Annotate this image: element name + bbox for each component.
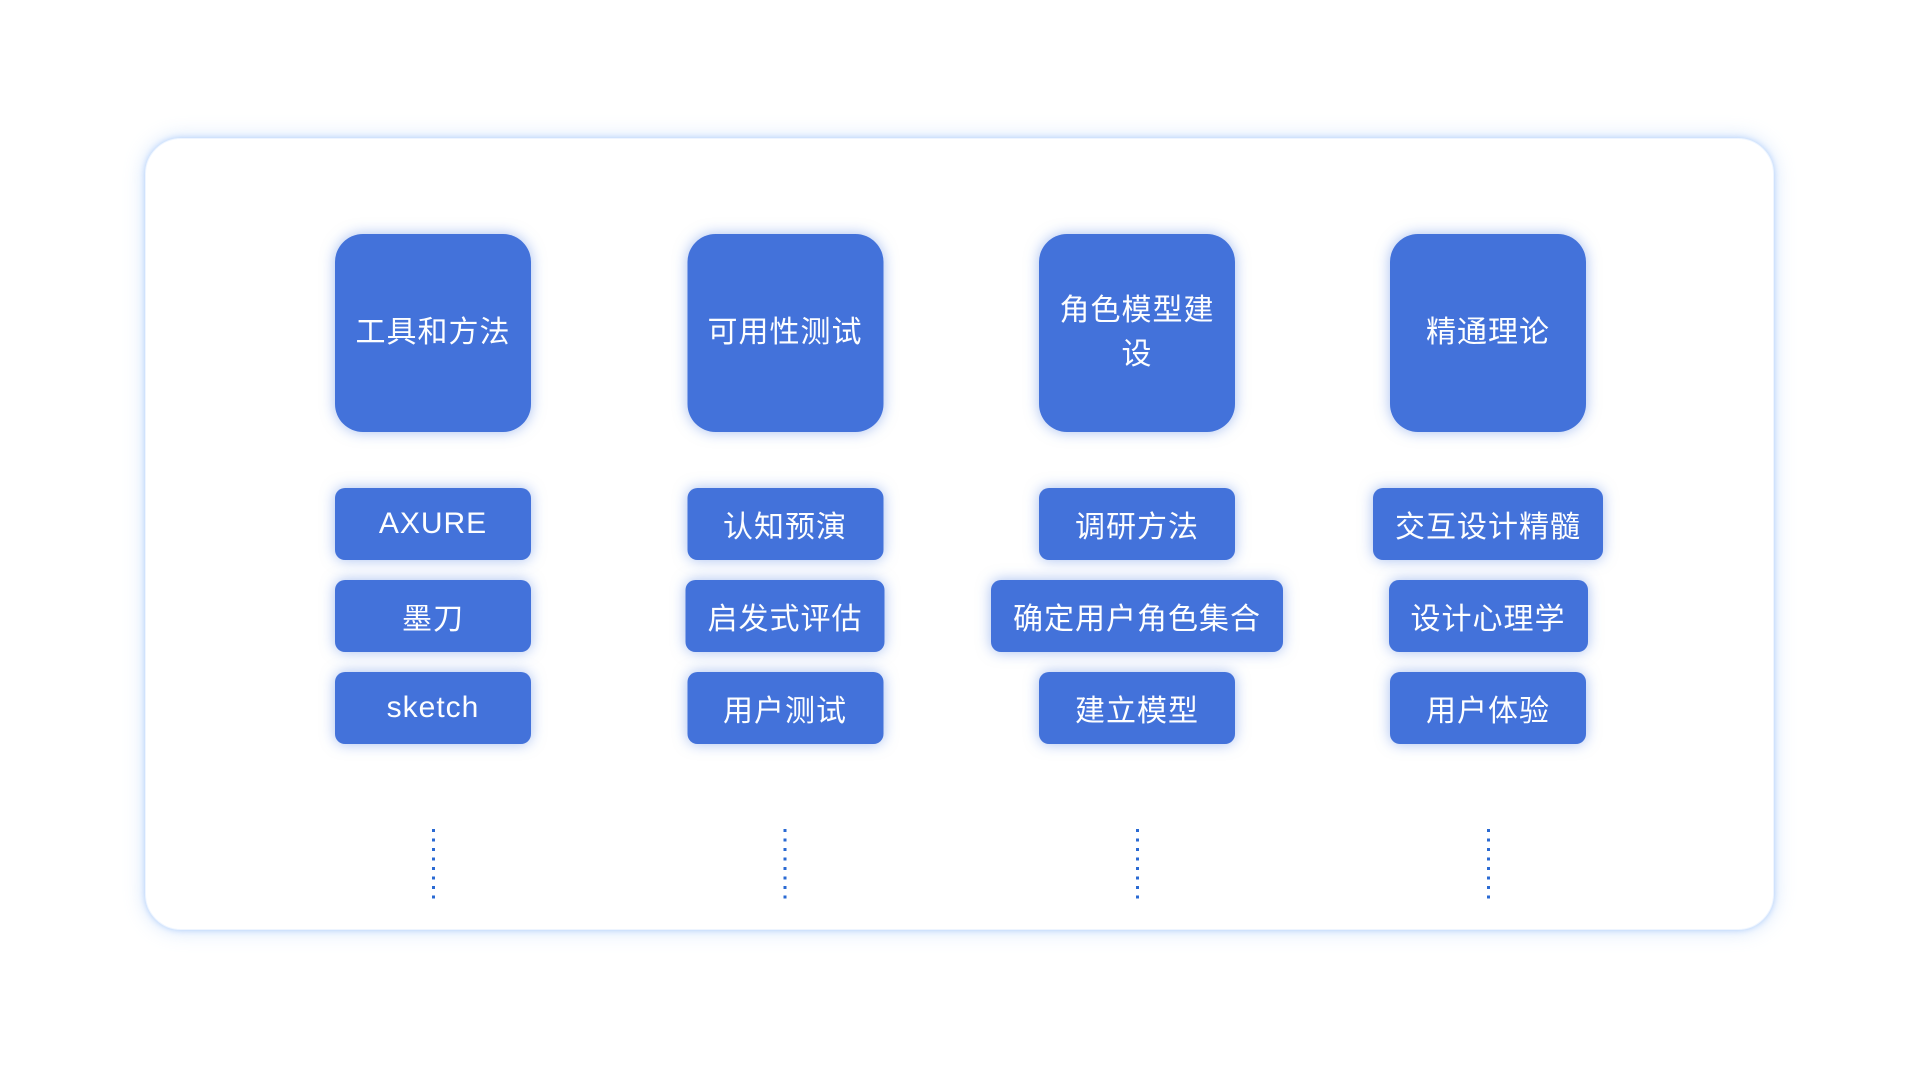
topic-label: 工具和方法 [355,316,511,349]
branch-column-4: 精通理论 交互设计精髓 设计心理学 用户体验 [1373,234,1603,903]
subtopic-node-build-model[interactable]: 建立模型 [1039,672,1235,744]
topic-label: 可用性测试 [707,316,863,349]
subtopic-label: 用户测试 [723,695,847,728]
subtopic-node-heuristic-evaluation[interactable]: 启发式评估 [685,580,885,652]
subtopic-label: 启发式评估 [707,603,863,636]
subtopic-node-user-experience[interactable]: 用户体验 [1390,672,1586,744]
subtopic-label: 用户体验 [1426,695,1550,728]
branch-column-2: 可用性测试 认知预演 启发式评估 用户测试 [685,234,885,903]
subtopic-node-research-methods[interactable]: 调研方法 [1039,488,1235,560]
subtopic-label: 调研方法 [1075,511,1199,544]
topic-node-usability-testing[interactable]: 可用性测试 [687,234,883,432]
branch-column-3: 角色模型建设 调研方法 确定用户角色集合 建立模型 [991,234,1283,903]
subtopic-node-modao[interactable]: 墨刀 [335,580,531,652]
subtopic-node-essence-of-interaction-design[interactable]: 交互设计精髓 [1373,488,1603,560]
subtopic-node-define-user-persona-set[interactable]: 确定用户角色集合 [991,580,1283,652]
subtopic-label: 设计心理学 [1410,603,1566,636]
topic-node-master-theory[interactable]: 精通理论 [1390,234,1586,432]
dotted-connector [1486,829,1490,903]
subtopic-label: 认知预演 [723,511,847,544]
subtopic-label: 建立模型 [1075,695,1199,728]
subtopic-label: AXURE [378,507,488,540]
topic-node-persona-model-building[interactable]: 角色模型建设 [1039,234,1235,432]
subtopic-node-cognitive-walkthrough[interactable]: 认知预演 [687,488,883,560]
subtopic-node-axure[interactable]: AXURE [335,488,531,560]
dotted-connector [783,829,787,903]
subtopic-label: 确定用户角色集合 [1013,603,1261,636]
topic-label: 角色模型建设 [1059,294,1215,371]
branch-column-1: 工具和方法 AXURE 墨刀 sketch [335,234,531,903]
subtopic-node-sketch[interactable]: sketch [335,672,531,744]
subtopic-node-user-testing[interactable]: 用户测试 [687,672,883,744]
dotted-connector [1135,829,1139,903]
topic-node-tools-and-methods[interactable]: 工具和方法 [335,234,531,432]
subtopic-node-design-psychology[interactable]: 设计心理学 [1388,580,1588,652]
mindmap-panel: 工具和方法 AXURE 墨刀 sketch 可用性测试 认知预演 启发式评估 [145,138,1774,930]
topic-label: 精通理论 [1426,316,1550,349]
subtopic-label: 墨刀 [402,603,464,636]
dotted-connector [431,829,435,903]
subtopic-label: 交互设计精髓 [1395,511,1581,544]
subtopic-label: sketch [386,691,480,724]
